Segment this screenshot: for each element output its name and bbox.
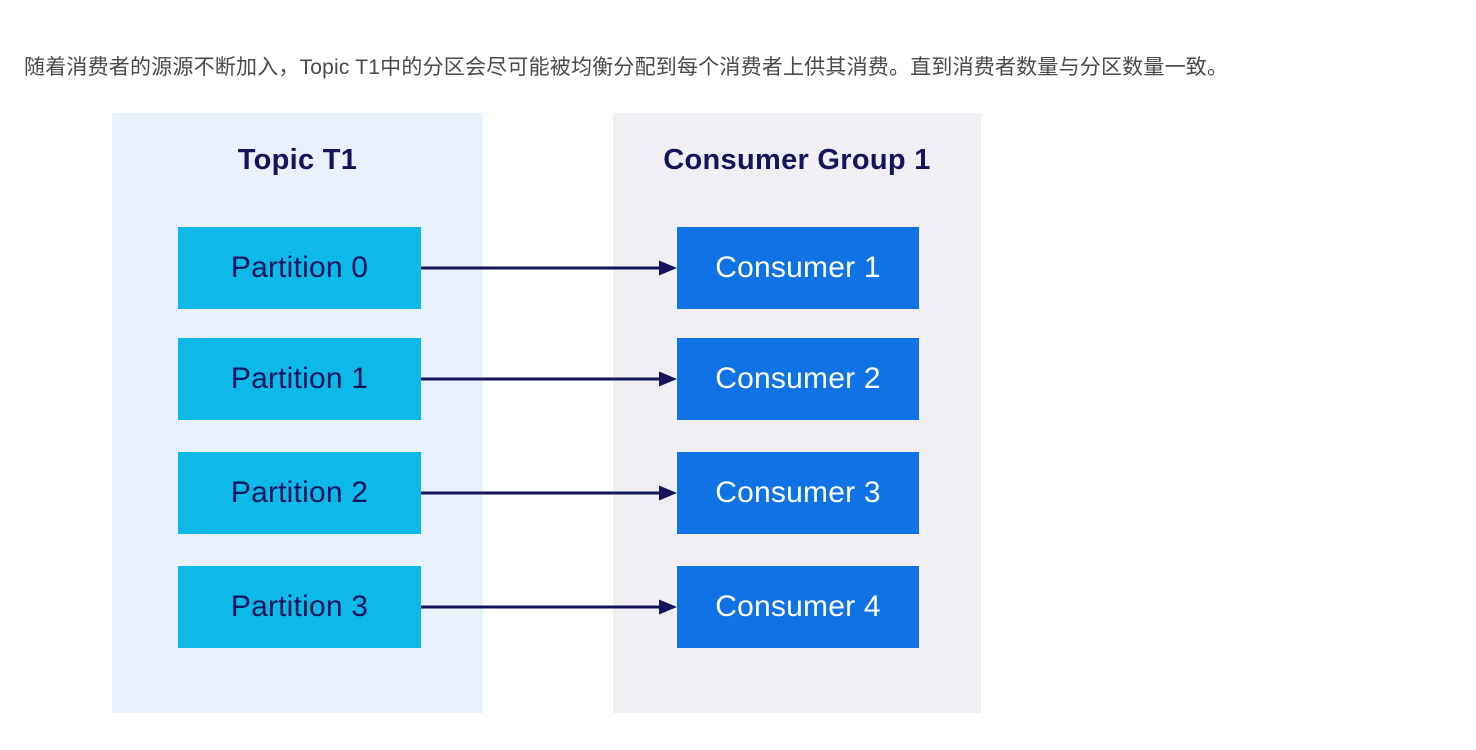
consumer-group-panel-title: Consumer Group 1 [663, 144, 931, 176]
partition-node-3[interactable]: Partition 3 [178, 566, 421, 648]
caption-text: 随着消费者的源源不断加入，Topic T1中的分区会尽可能被均衡分配到每个消费者… [24, 56, 1229, 79]
consumer-node-3[interactable]: Consumer 4 [677, 566, 919, 648]
kafka-consumer-group-diagram: Topic T1 Consumer Group 1 Partition 0 Pa… [0, 90, 1476, 750]
topic-panel-title: Topic T1 [237, 144, 358, 176]
consumer-node-0[interactable]: Consumer 1 [677, 227, 919, 309]
partition-node-2[interactable]: Partition 2 [178, 452, 421, 534]
partition-node-0[interactable]: Partition 0 [178, 227, 421, 309]
partition-node-1[interactable]: Partition 1 [178, 338, 421, 420]
consumer-node-2[interactable]: Consumer 3 [677, 452, 919, 534]
consumer-node-1[interactable]: Consumer 2 [677, 338, 919, 420]
